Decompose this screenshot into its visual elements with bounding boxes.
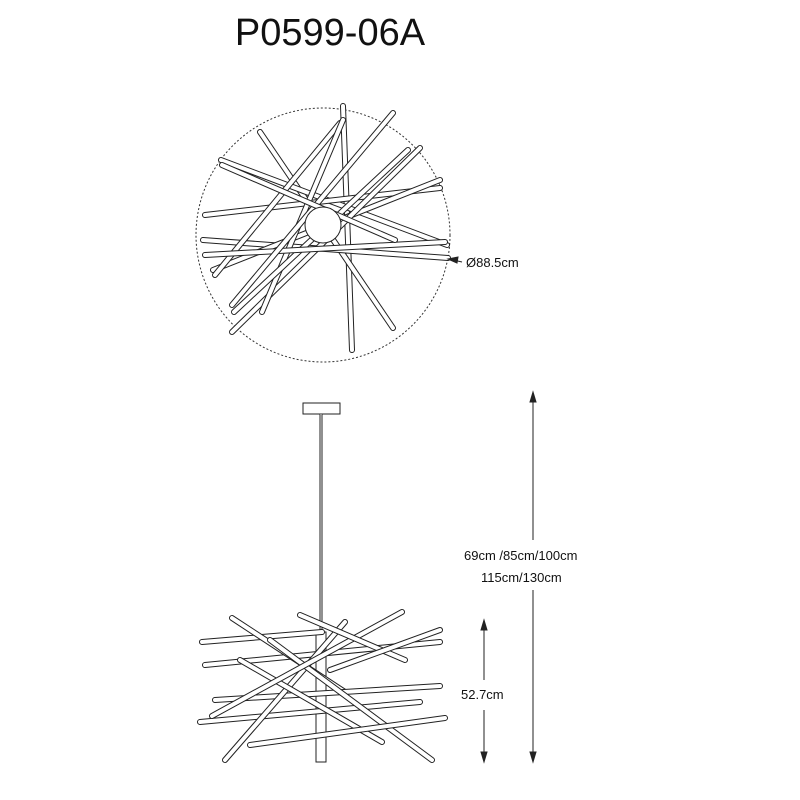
light-rod <box>268 638 434 762</box>
light-rod <box>220 163 397 242</box>
light-rod <box>210 610 404 718</box>
light-rod <box>213 121 342 277</box>
light-rod <box>248 716 447 747</box>
drop-length-label-2: 115cm/130cm <box>481 569 562 587</box>
drop-length-label-1: 69cm /85cm/100cm <box>464 547 578 565</box>
top-view <box>195 103 451 363</box>
light-rod <box>223 620 347 762</box>
light-rod <box>203 240 447 257</box>
diameter-outline <box>195 107 451 363</box>
light-rod <box>260 118 345 314</box>
light-rod <box>341 104 354 352</box>
body-height-label: 52.7cm <box>461 686 504 704</box>
light-rod <box>198 700 422 724</box>
center-hub <box>304 206 342 244</box>
light-rod <box>328 628 442 672</box>
diameter-label: Ø88.5cm <box>466 254 519 272</box>
light-rod <box>298 613 407 662</box>
model-number-title: P0599-06A <box>234 12 426 54</box>
light-rod <box>230 111 395 307</box>
dimension-lines <box>446 256 537 764</box>
ceiling-canopy <box>302 402 341 415</box>
light-rod <box>213 684 442 702</box>
side-view <box>197 402 448 763</box>
